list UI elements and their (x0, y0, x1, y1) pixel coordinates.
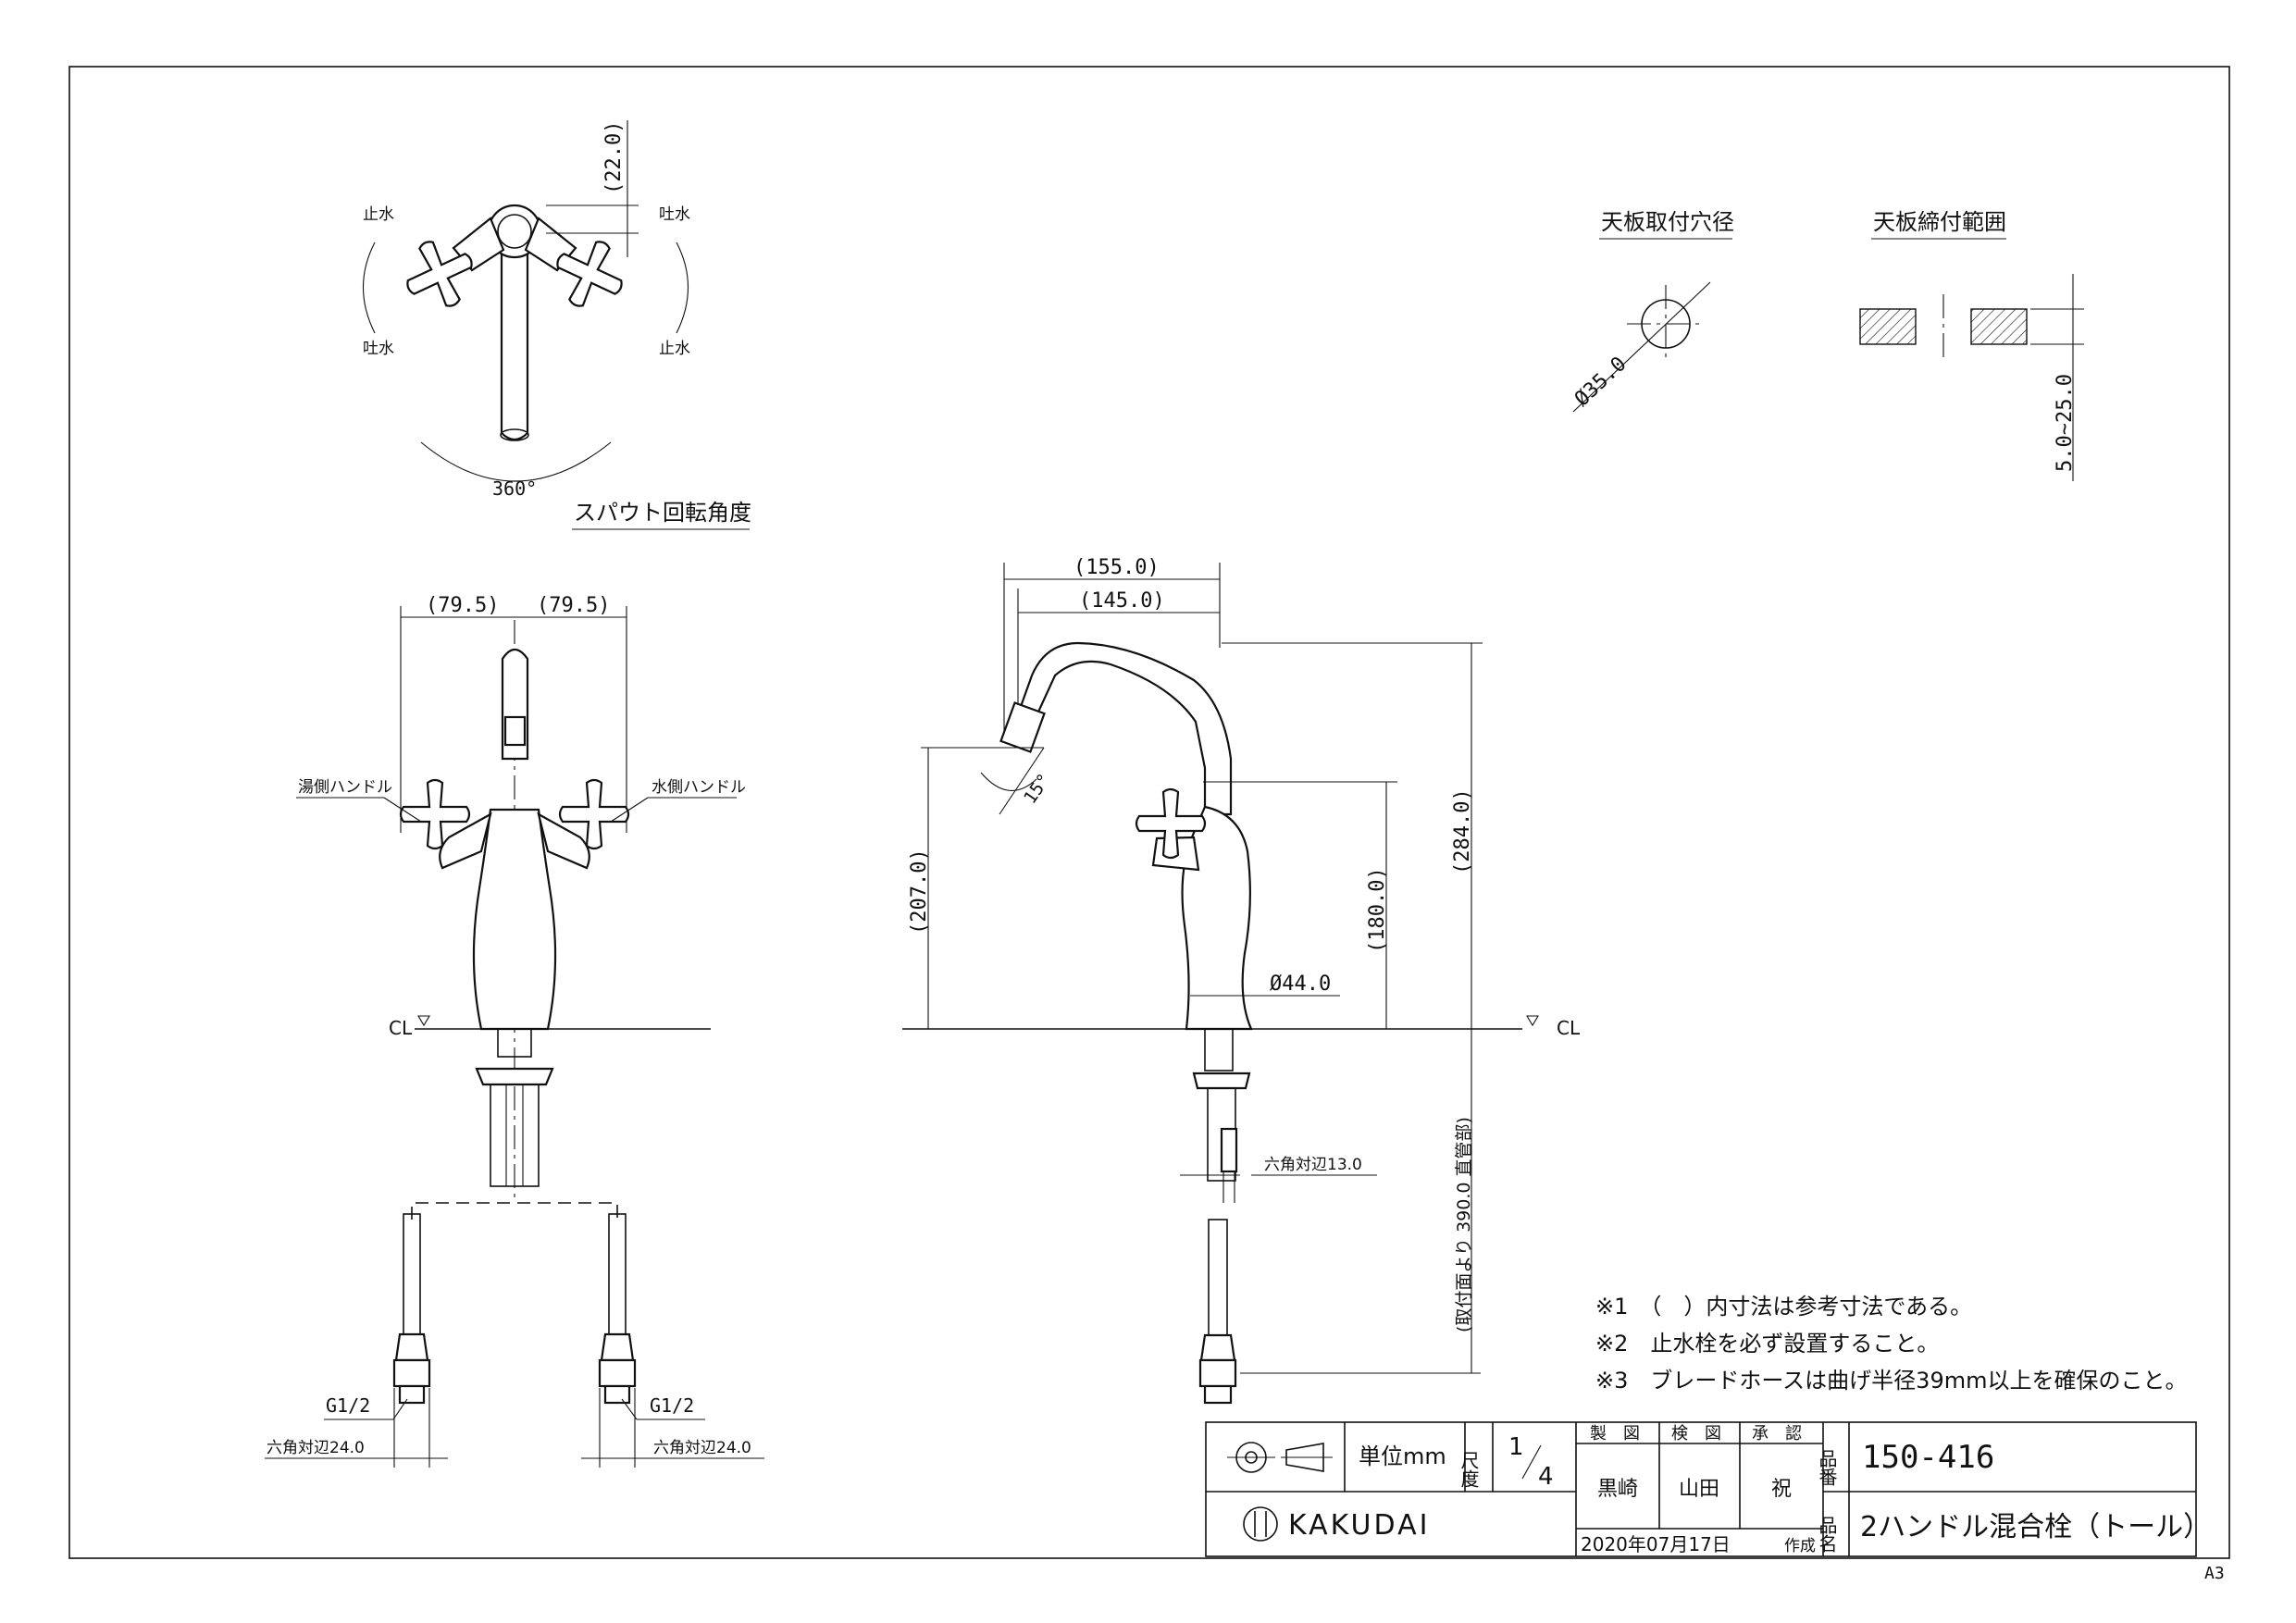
range-dim: 5.0~25.0 (2054, 374, 2077, 472)
note-1: ※1 （ ）内寸法は参考寸法である。 (1595, 1294, 1972, 1319)
title-block: 単位mm 尺度 1 4 製 図 検 図 承 認 黒崎 山田 祝 品番 150-4… (1205, 1421, 2211, 1557)
hex-nut-label: 六角対辺13.0 (1264, 1156, 1362, 1174)
range-title: 天板締付範囲 (1873, 209, 2006, 235)
approve-label: 承 認 (1752, 1424, 1802, 1443)
dim-handle-height: (180.0) (1366, 867, 1389, 953)
scale-label: 尺度 (1458, 1451, 1480, 1488)
dim-spout-offset: (22.0) (602, 121, 626, 194)
label-out-left: 吐水 (363, 340, 394, 358)
drawing-date: 2020年07月17日 (1581, 1533, 1731, 1555)
date-suffix: 作成 (1784, 1537, 1816, 1555)
dim-body-dia: Ø44.0 (1270, 973, 1331, 996)
faucet-body-side (1181, 805, 1253, 1031)
thread-right: G1/2 (650, 1394, 694, 1417)
dim-reach-outer: (155.0) (1074, 556, 1160, 579)
company-name: KAKUDAI (1288, 1509, 1430, 1542)
made-label: 製 図 (1590, 1424, 1640, 1443)
hole-title: 天板取付穴径 (1601, 209, 1734, 235)
dim-right: (79.5) (537, 594, 610, 617)
product-no-label: 品番 (1816, 1449, 1838, 1486)
handle-right-plan (556, 241, 623, 307)
spout-plan (500, 229, 529, 441)
hose-right (608, 1213, 627, 1335)
cl-label-front: CL (389, 1017, 413, 1039)
side-view: (155.0) (145.0) 15° (207.0) (180.0) (284… (902, 556, 1581, 1405)
rotation-arc (420, 441, 612, 482)
mounting-details: 天板取付穴径 Ø35.0 天板締付範囲 5.0~25.0 (1570, 209, 2084, 481)
label-out-right: 吐水 (659, 205, 690, 224)
notes: ※1 （ ）内寸法は参考寸法である。 ※2 止水栓を必ず設置すること。 ※3 ブ… (1595, 1294, 2187, 1394)
thread-left: G1/2 (326, 1394, 370, 1417)
dim-spout-height: (207.0) (908, 849, 931, 935)
unit-label: 単位mm (1359, 1443, 1446, 1469)
hex-left: 六角対辺24.0 (267, 1439, 365, 1457)
dim-left: (79.5) (426, 594, 499, 617)
counter-section-right (1970, 308, 2028, 345)
projection-symbol-icon (1227, 1442, 1333, 1473)
sheet-border (68, 66, 2230, 1559)
sheet-size: A3 (2204, 1564, 2225, 1583)
top-view: (22.0) 止水 吐水 吐水 止水 360° スパウト回転角度 (363, 120, 751, 530)
made-by: 黒崎 (1597, 1478, 1638, 1501)
counter-section-left (1859, 308, 1917, 345)
approved-by: 祝 (1771, 1478, 1792, 1501)
hose-length: (取付面より 390.0 直管部) (1454, 1117, 1474, 1332)
kakudai-logo-icon (1243, 1506, 1278, 1542)
check-label: 検 図 (1671, 1424, 1721, 1443)
rotation-angle: 360° (492, 477, 537, 500)
hole-dim: Ø35.0 (1570, 353, 1631, 411)
label-stop-right: 止水 (659, 340, 690, 358)
caption-spout-rotation: スパウト回転角度 (574, 500, 751, 526)
note-3: ※3 ブレードホースは曲げ半径39mm以上を確保のこと。 (1595, 1368, 2187, 1394)
cl-label-side: CL (1557, 1017, 1581, 1039)
hose-left (403, 1213, 421, 1335)
faucet-body-front (472, 808, 557, 1031)
product-name-label: 品名 (1816, 1516, 1838, 1553)
cold-handle-label: 水側ハンドル (652, 778, 746, 797)
spout-side (1007, 641, 1233, 816)
product-name: 2ハンドル混合栓（トール） (1860, 1511, 2211, 1543)
dim-total-height: (284.0) (1451, 788, 1474, 874)
dim-reach-inner: (145.0) (1079, 589, 1165, 613)
front-view: (79.5) (79.5) 湯側ハンドル 水側ハンドル CL (265, 594, 764, 1468)
checked-by: 山田 (1679, 1478, 1719, 1501)
hex-right: 六角対辺24.0 (653, 1439, 751, 1457)
hot-handle-label: 湯側ハンドル (298, 778, 392, 797)
note-2: ※2 止水栓を必ず設置すること。 (1595, 1331, 1939, 1357)
scale-num: 1 (1508, 1433, 1524, 1461)
product-no: 150-416 (1862, 1439, 1994, 1476)
scale-den: 4 (1538, 1463, 1554, 1491)
label-stop-left: 止水 (363, 205, 394, 224)
handle-left-plan (406, 241, 473, 307)
